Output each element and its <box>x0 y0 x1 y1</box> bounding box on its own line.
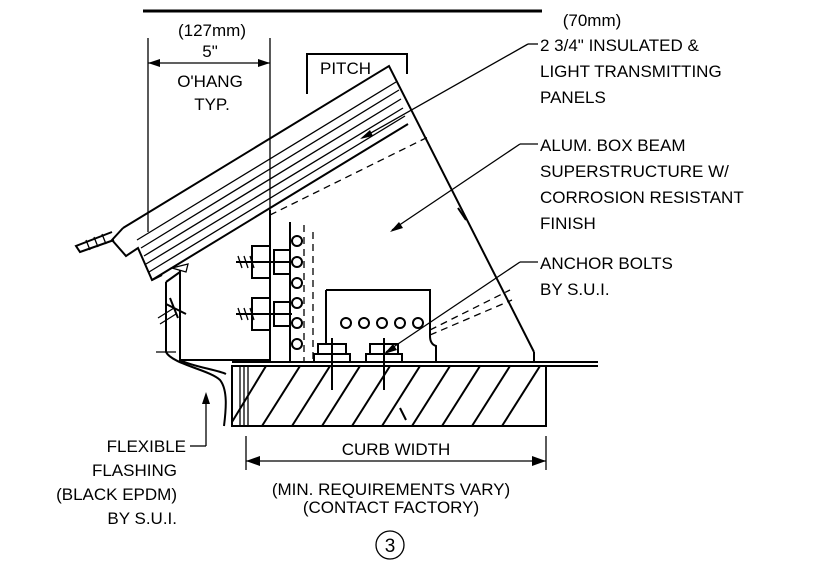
note-line1: (MIN. REQUIREMENTS VARY) <box>272 480 510 499</box>
curb-width-label: CURB WIDTH <box>342 440 451 459</box>
flashing-label-line1: FLEXIBLE <box>107 437 186 456</box>
bracket-bolts <box>236 245 292 331</box>
beam-label-line3: CORROSION RESISTANT <box>540 188 744 207</box>
flashing-label-line4: BY S.U.I. <box>107 509 177 528</box>
anchor-clip <box>313 289 437 390</box>
panel-label-line2: LIGHT TRANSMITTING <box>540 62 722 81</box>
flashing-callout: FLEXIBLE FLASHING (BLACK EPDM) BY S.U.I. <box>56 392 210 528</box>
panel-label-line3: PANELS <box>540 88 606 107</box>
flashing-label-line3: (BLACK EPDM) <box>56 485 177 504</box>
anchor-label-line1: ANCHOR BOLTS <box>540 254 673 273</box>
box-beam <box>269 207 535 362</box>
panel-label-line1: 2 3/4" INSULATED & <box>540 36 699 55</box>
insulated-panel <box>74 64 535 353</box>
anchor-callout: ANCHOR BOLTS BY S.U.I. <box>384 254 673 354</box>
beam-label-line2: SUPERSTRUCTURE W/ <box>540 162 729 181</box>
pitch-indicator: PITCH <box>306 53 408 94</box>
overhang-inches-label: 5" <box>202 42 218 61</box>
flexible-flashing-inner <box>179 359 227 375</box>
curb-width-dimension: CURB WIDTH <box>245 436 547 470</box>
curb <box>231 365 598 427</box>
beam-label-line1: ALUM. BOX BEAM <box>540 136 685 155</box>
flashing-label-line2: FLASHING <box>92 461 177 480</box>
flexible-flashing <box>165 351 227 427</box>
overhang-metric-label: (127mm) <box>178 21 246 40</box>
overhang-label-line2: TYP. <box>194 95 230 114</box>
panel-metric-label: (70mm) <box>563 11 622 30</box>
overhang-label-line1: O'HANG <box>177 72 243 91</box>
pitch-label: PITCH <box>320 59 371 78</box>
note-line2: (CONTACT FACTORY) <box>303 498 479 517</box>
detail-number-bubble: 3 <box>375 530 405 560</box>
anchor-label-line2: BY S.U.I. <box>540 280 610 299</box>
detail-number: 3 <box>385 536 396 557</box>
panel-callout: (70mm) 2 3/4" INSULATED & LIGHT TRANSMIT… <box>360 11 722 139</box>
beam-callout: ALUM. BOX BEAM SUPERSTRUCTURE W/ CORROSI… <box>390 136 744 233</box>
beam-label-line4: FINISH <box>540 214 596 233</box>
overhang-dimension: (127mm) 5" O'HANG TYP. <box>147 21 271 232</box>
